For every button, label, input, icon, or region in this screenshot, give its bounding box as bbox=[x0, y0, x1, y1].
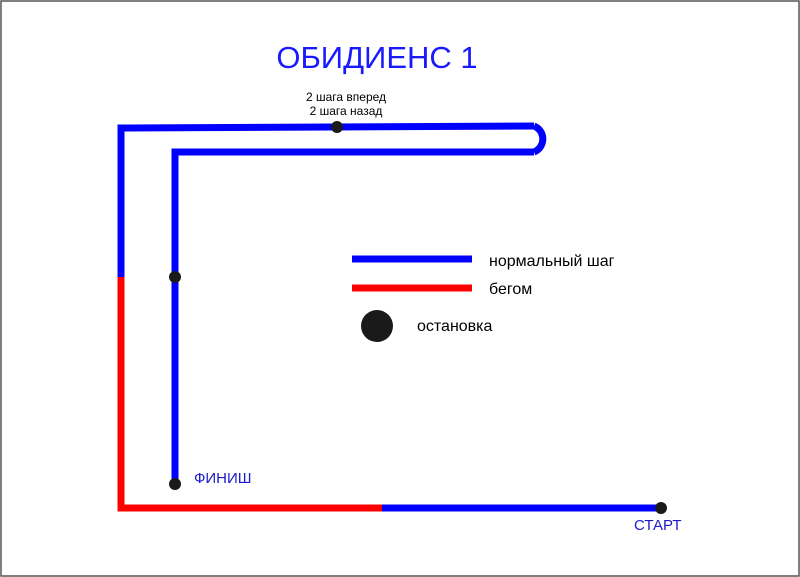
legend-run-label: бегом bbox=[489, 281, 532, 298]
step-note-forward: 2 шага вперед bbox=[306, 90, 386, 104]
legend-normal-label: нормальный шаг bbox=[489, 253, 615, 270]
legend-stop-label: остановка bbox=[417, 318, 493, 335]
start-label: СТАРТ bbox=[634, 517, 682, 534]
route-normal-top bbox=[117, 122, 535, 277]
route-normal-turn bbox=[532, 122, 547, 156]
step-note-back: 2 шага назад bbox=[310, 104, 383, 118]
stop-point-finish bbox=[169, 478, 181, 490]
legend: нормальный шаг бегом остановка bbox=[352, 253, 615, 342]
stop-point-top bbox=[331, 121, 343, 133]
legend-stop-icon bbox=[361, 310, 393, 342]
diagram-title: ОБИДИЕНС 1 bbox=[276, 40, 477, 75]
route-run bbox=[117, 277, 382, 512]
route-normal-return bbox=[171, 148, 534, 484]
stop-point-middle bbox=[169, 271, 181, 283]
finish-label: ФИНИШ bbox=[194, 470, 252, 487]
stop-point-start bbox=[655, 502, 667, 514]
